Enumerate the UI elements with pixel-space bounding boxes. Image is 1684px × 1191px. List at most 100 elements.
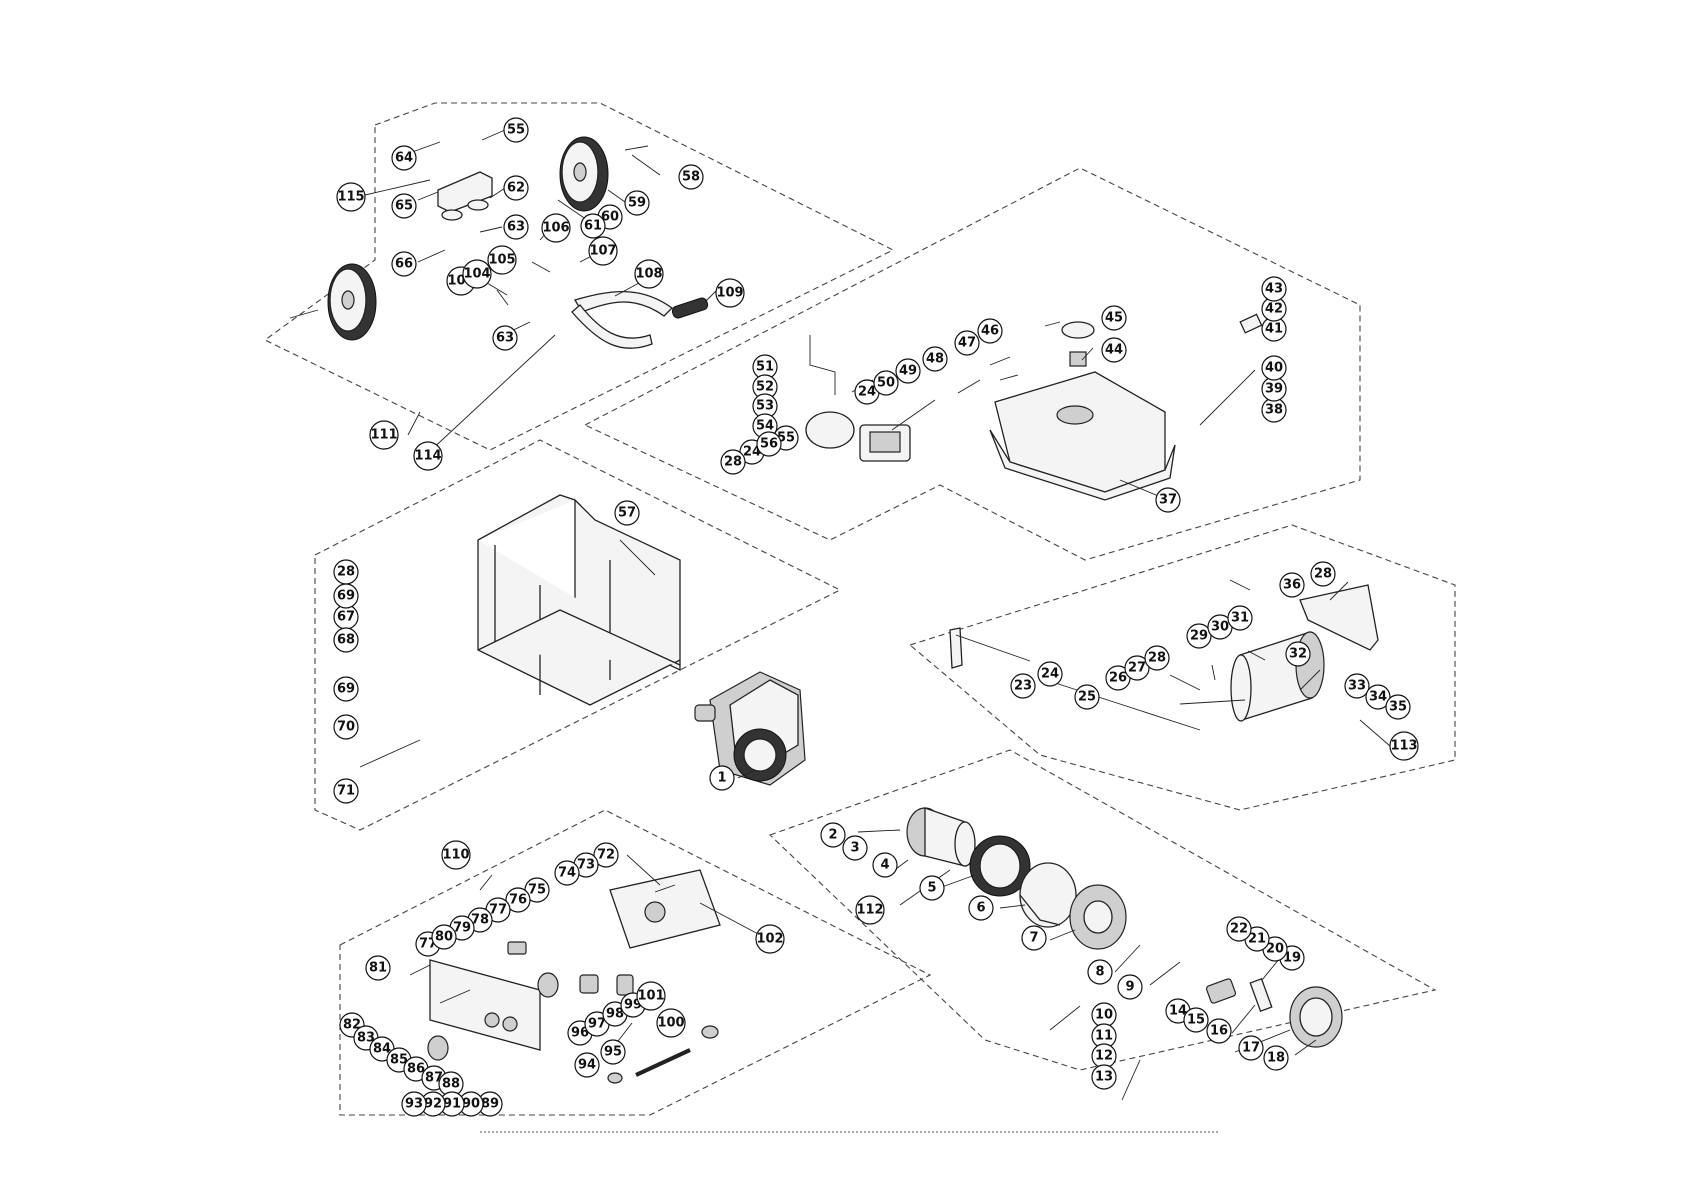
callout-88: 88 xyxy=(438,1071,464,1097)
callout-46: 46 xyxy=(977,318,1003,344)
muffler-heat-shield xyxy=(1299,584,1379,651)
svg-text:105: 105 xyxy=(488,253,515,268)
callout-23: 23 xyxy=(1010,673,1036,699)
callout-24-starter-upper: 24 xyxy=(854,379,880,405)
handle xyxy=(571,290,709,349)
svg-text:4: 4 xyxy=(880,858,889,873)
callout-35: 35 xyxy=(1385,694,1411,720)
leader-lines xyxy=(359,129,1391,1101)
fuel-tank xyxy=(989,313,1263,501)
callout-109: 109 xyxy=(715,278,745,308)
callout-57: 57 xyxy=(614,500,640,526)
callout-17: 17 xyxy=(1238,1035,1264,1061)
svg-text:78: 78 xyxy=(471,913,489,928)
callout-59: 59 xyxy=(624,190,650,216)
rear-housing xyxy=(1069,884,1127,950)
callout-4: 4 xyxy=(872,852,898,878)
svg-text:55: 55 xyxy=(777,431,795,446)
svg-text:1: 1 xyxy=(717,771,726,786)
callout-56: 56 xyxy=(756,431,782,457)
callout-93: 93 xyxy=(401,1091,427,1117)
svg-text:74: 74 xyxy=(558,866,576,881)
callout-13: 13 xyxy=(1091,1064,1117,1090)
callout-42: 42 xyxy=(1261,296,1287,322)
svg-text:45: 45 xyxy=(1105,311,1123,326)
callout-106: 106 xyxy=(541,213,571,243)
callout-102: 102 xyxy=(755,924,785,954)
svg-text:41: 41 xyxy=(1265,322,1283,337)
callout-5: 5 xyxy=(919,875,945,901)
svg-text:114: 114 xyxy=(414,449,441,464)
svg-text:79: 79 xyxy=(453,921,471,936)
svg-text:94: 94 xyxy=(578,1058,596,1073)
callout-63-handle: 63 xyxy=(492,325,518,351)
callout-100: 100 xyxy=(656,1008,686,1038)
rod-and-fittings xyxy=(607,1025,719,1084)
svg-text:100: 100 xyxy=(657,1016,684,1031)
callout-66: 66 xyxy=(391,251,417,277)
svg-text:49: 49 xyxy=(899,364,917,379)
svg-text:68: 68 xyxy=(337,633,355,648)
svg-text:102: 102 xyxy=(756,932,783,947)
callout-110: 110 xyxy=(441,840,471,870)
callout-111: 111 xyxy=(369,420,399,450)
callout-95: 95 xyxy=(600,1039,626,1065)
svg-text:76: 76 xyxy=(509,893,527,908)
callout-55-bracket: 55 xyxy=(503,117,529,143)
callout-11: 11 xyxy=(1091,1023,1117,1049)
callout-92: 92 xyxy=(420,1091,446,1117)
svg-text:43: 43 xyxy=(1265,282,1283,297)
callout-91: 91 xyxy=(439,1091,465,1117)
svg-text:24: 24 xyxy=(1041,667,1059,682)
svg-text:33: 33 xyxy=(1348,679,1366,694)
svg-text:28: 28 xyxy=(1148,651,1166,666)
callout-53: 53 xyxy=(752,393,778,419)
svg-text:98: 98 xyxy=(606,1007,624,1022)
callout-41: 41 xyxy=(1261,316,1287,342)
callout-40: 40 xyxy=(1261,355,1287,381)
callout-29: 29 xyxy=(1186,623,1212,649)
svg-text:55: 55 xyxy=(507,123,525,138)
svg-text:9: 9 xyxy=(1125,980,1134,995)
svg-text:53: 53 xyxy=(756,399,774,414)
svg-text:61: 61 xyxy=(584,219,602,234)
callout-48: 48 xyxy=(922,346,948,372)
svg-text:47: 47 xyxy=(958,336,976,351)
svg-text:50: 50 xyxy=(877,376,895,391)
muffler xyxy=(1230,631,1325,722)
callout-58: 58 xyxy=(678,164,704,190)
svg-text:28: 28 xyxy=(1314,567,1332,582)
svg-text:58: 58 xyxy=(682,170,700,185)
svg-text:21: 21 xyxy=(1248,932,1266,947)
callout-50: 50 xyxy=(873,370,899,396)
callout-28-frame: 28 xyxy=(333,559,359,585)
callout-45: 45 xyxy=(1101,305,1127,331)
muffler-group xyxy=(908,524,1456,811)
svg-text:85: 85 xyxy=(390,1053,408,1068)
svg-text:14: 14 xyxy=(1169,1004,1187,1019)
callout-51: 51 xyxy=(752,354,778,380)
callout-104: 104 xyxy=(462,259,492,289)
svg-text:101: 101 xyxy=(637,989,664,1004)
svg-text:20: 20 xyxy=(1266,942,1284,957)
svg-text:54: 54 xyxy=(756,419,774,434)
callout-25: 25 xyxy=(1074,684,1100,710)
callout-62: 62 xyxy=(503,175,529,201)
control-panel-group xyxy=(339,809,932,1116)
svg-text:48: 48 xyxy=(926,352,944,367)
frame xyxy=(477,494,681,706)
svg-text:11: 11 xyxy=(1095,1029,1113,1044)
svg-text:44: 44 xyxy=(1105,343,1123,358)
callout-94: 94 xyxy=(574,1052,600,1078)
callout-3: 3 xyxy=(842,835,868,861)
svg-text:95: 95 xyxy=(604,1045,622,1060)
outlets xyxy=(427,941,634,1061)
svg-text:6: 6 xyxy=(976,901,985,916)
svg-text:115: 115 xyxy=(337,190,364,205)
svg-text:72: 72 xyxy=(597,848,615,863)
callout-24-muffler: 24 xyxy=(1037,661,1063,687)
svg-text:110: 110 xyxy=(442,848,469,863)
svg-text:93: 93 xyxy=(405,1097,423,1112)
callout-115: 115 xyxy=(336,182,366,212)
svg-text:65: 65 xyxy=(395,199,413,214)
